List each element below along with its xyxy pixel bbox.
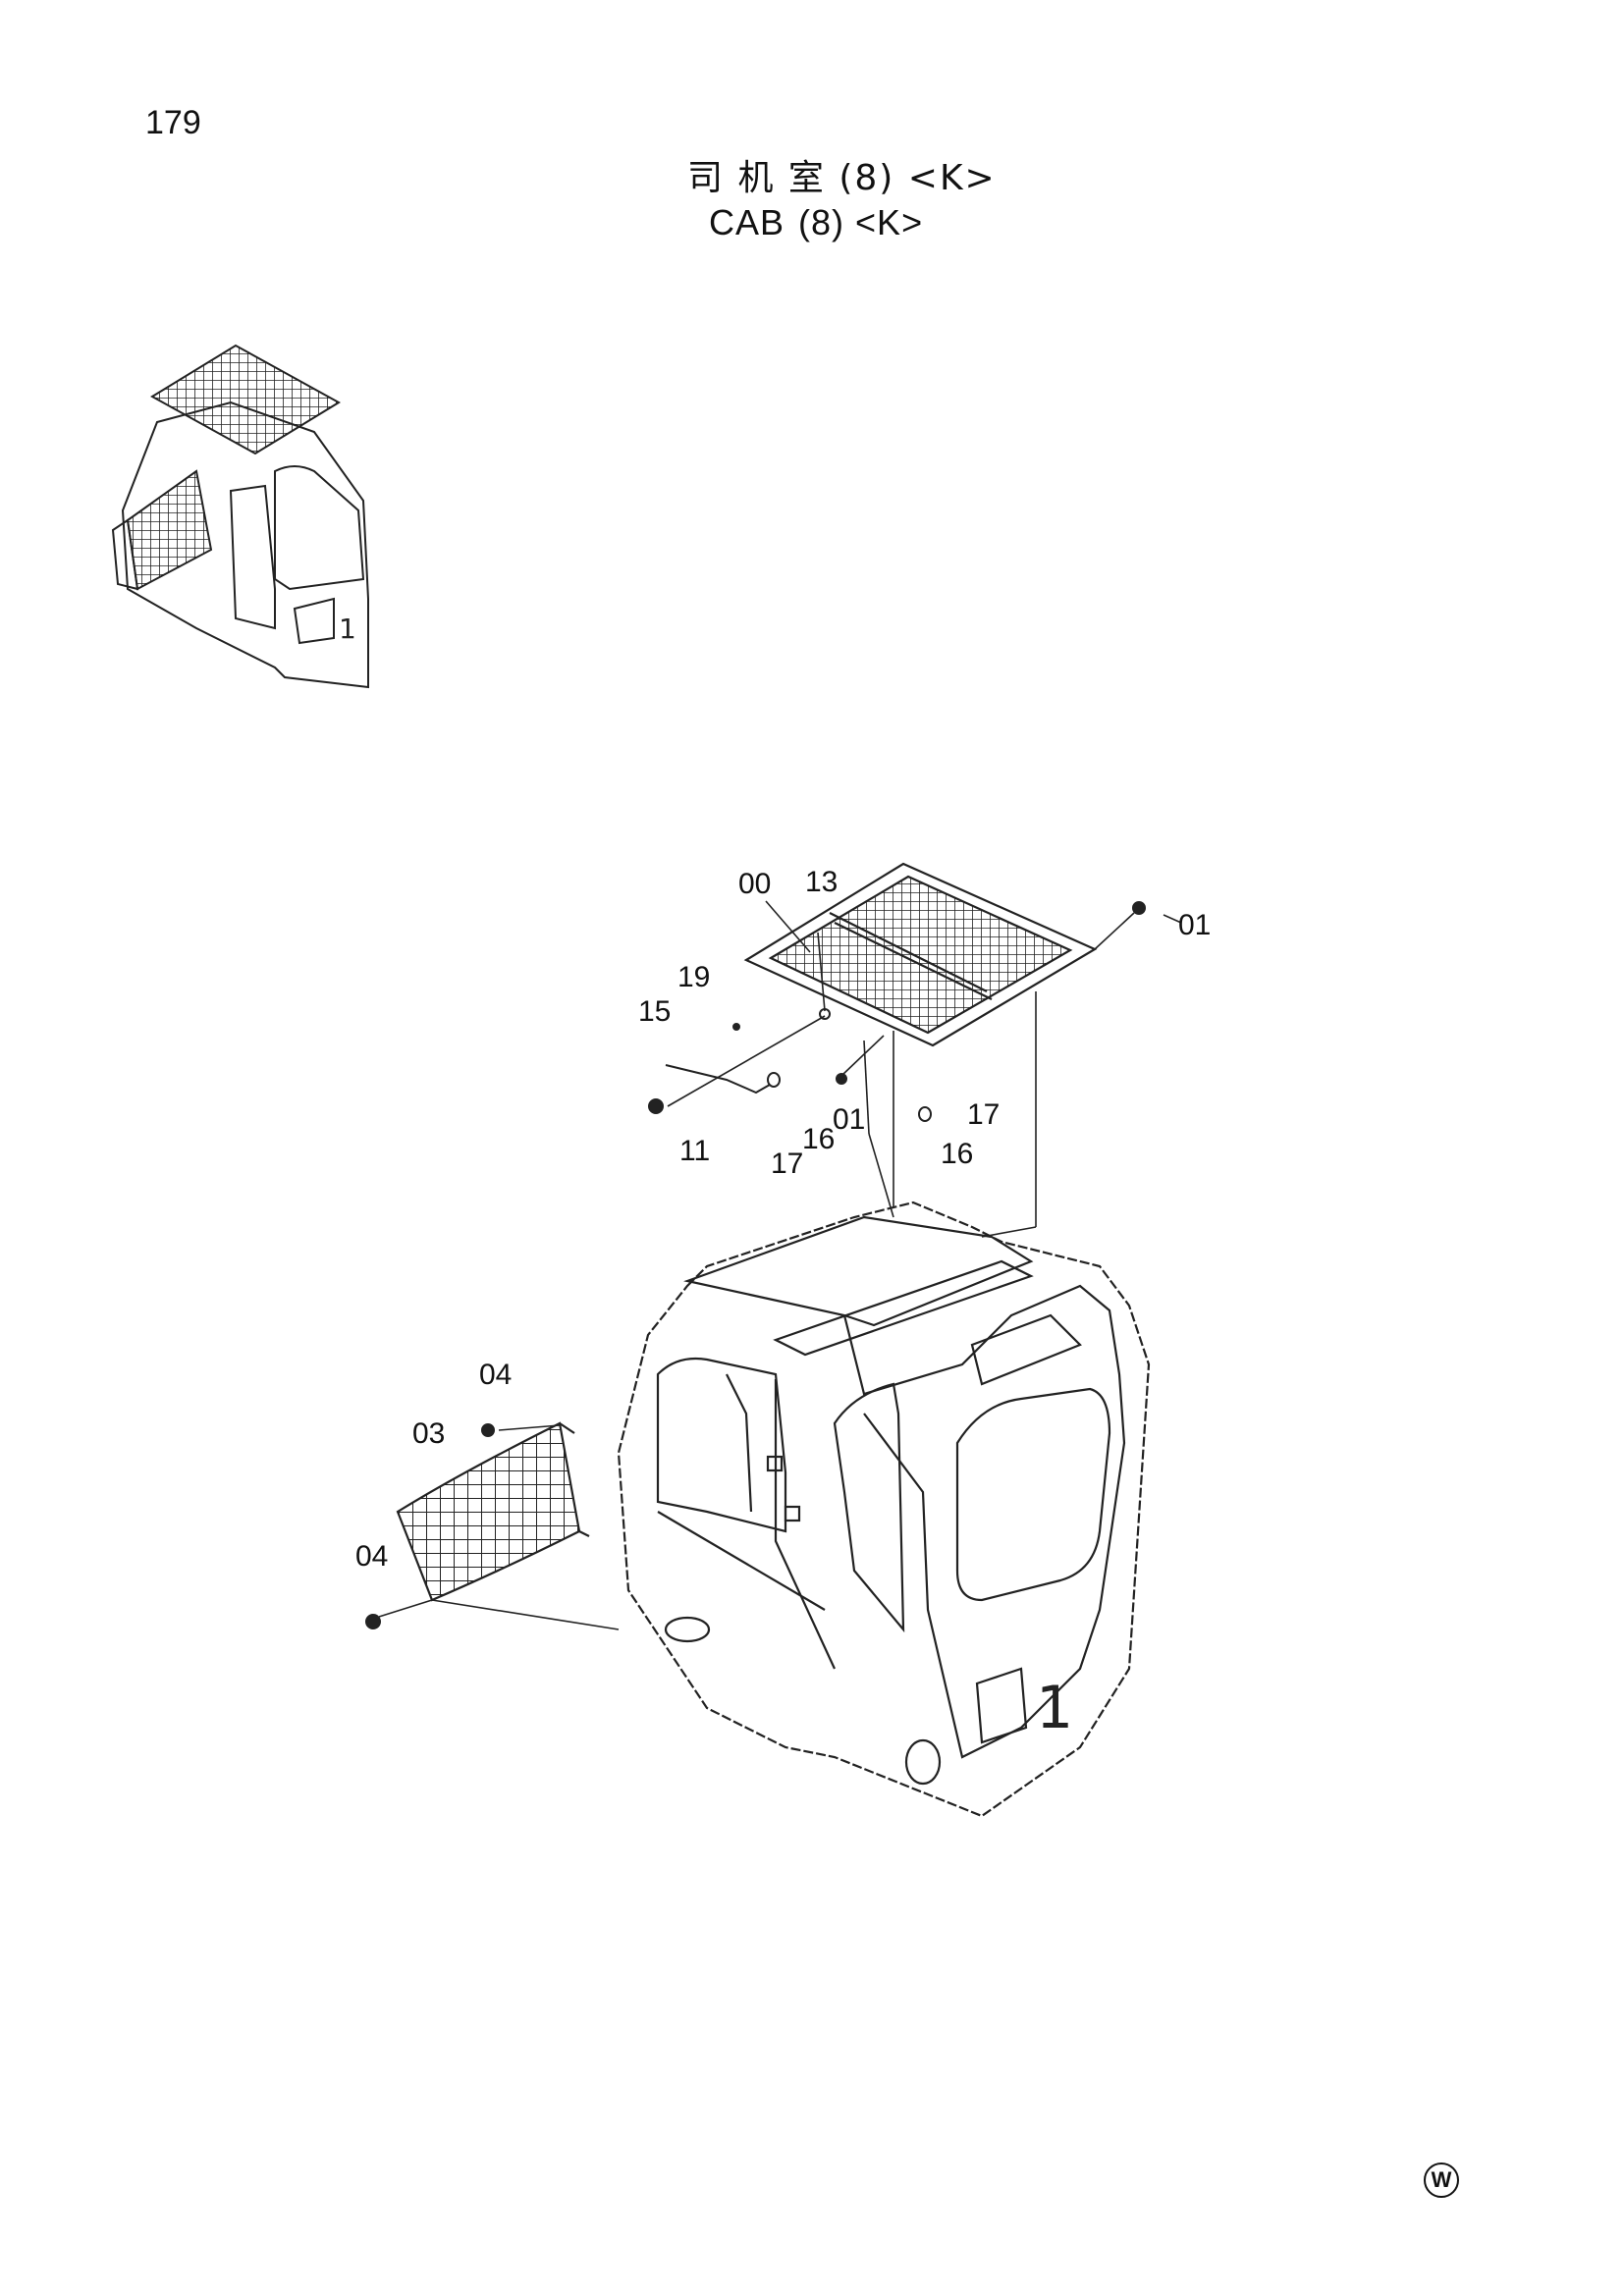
callout-15: 15 — [638, 995, 671, 1028]
title-english-suffix: (8) <K> — [798, 202, 924, 242]
corner-mark: W — [1424, 2163, 1459, 2198]
callout-01-mid: 01 — [833, 1103, 865, 1136]
callouts: 00 13 01 19 15 01 17 11 17 16 16 04 03 0… — [355, 866, 1211, 1573]
callout-16-left: 16 — [802, 1123, 835, 1155]
callout-04-top: 04 — [479, 1359, 512, 1391]
title-english-text: CAB — [709, 202, 785, 242]
callout-17-left: 17 — [771, 1148, 803, 1180]
svg-text:1: 1 — [1036, 1674, 1073, 1742]
strap — [665, 1064, 771, 1095]
title-chinese: 司 机 室 (8) <K> — [687, 149, 997, 200]
callout-11: 11 — [679, 1135, 710, 1167]
overview-cab: 1 — [111, 344, 369, 689]
title-chinese-suffix: (8) <K> — [839, 158, 997, 198]
callout-16-right: 16 — [941, 1138, 973, 1170]
callout-03: 03 — [412, 1417, 445, 1450]
main-cab: 1 — [617, 1201, 1151, 1818]
title-chinese-text: 司 机 室 — [687, 158, 826, 198]
side-guard — [396, 1421, 590, 1602]
callout-04-bottom: 04 — [355, 1540, 388, 1573]
hardware — [365, 901, 1146, 1629]
svg-text:1: 1 — [339, 613, 356, 645]
callout-13: 13 — [805, 866, 838, 898]
callout-01-top: 01 — [1178, 909, 1211, 941]
callout-19: 19 — [677, 961, 710, 993]
roof-guard — [743, 862, 1098, 1047]
title-english: CAB (8) <K> — [709, 202, 923, 243]
leader-lines — [378, 900, 1182, 1630]
callout-17-right: 17 — [967, 1098, 1000, 1131]
page-number: 179 — [145, 104, 201, 141]
overview-roof-guard — [150, 344, 341, 455]
callout-00: 00 — [738, 868, 771, 900]
